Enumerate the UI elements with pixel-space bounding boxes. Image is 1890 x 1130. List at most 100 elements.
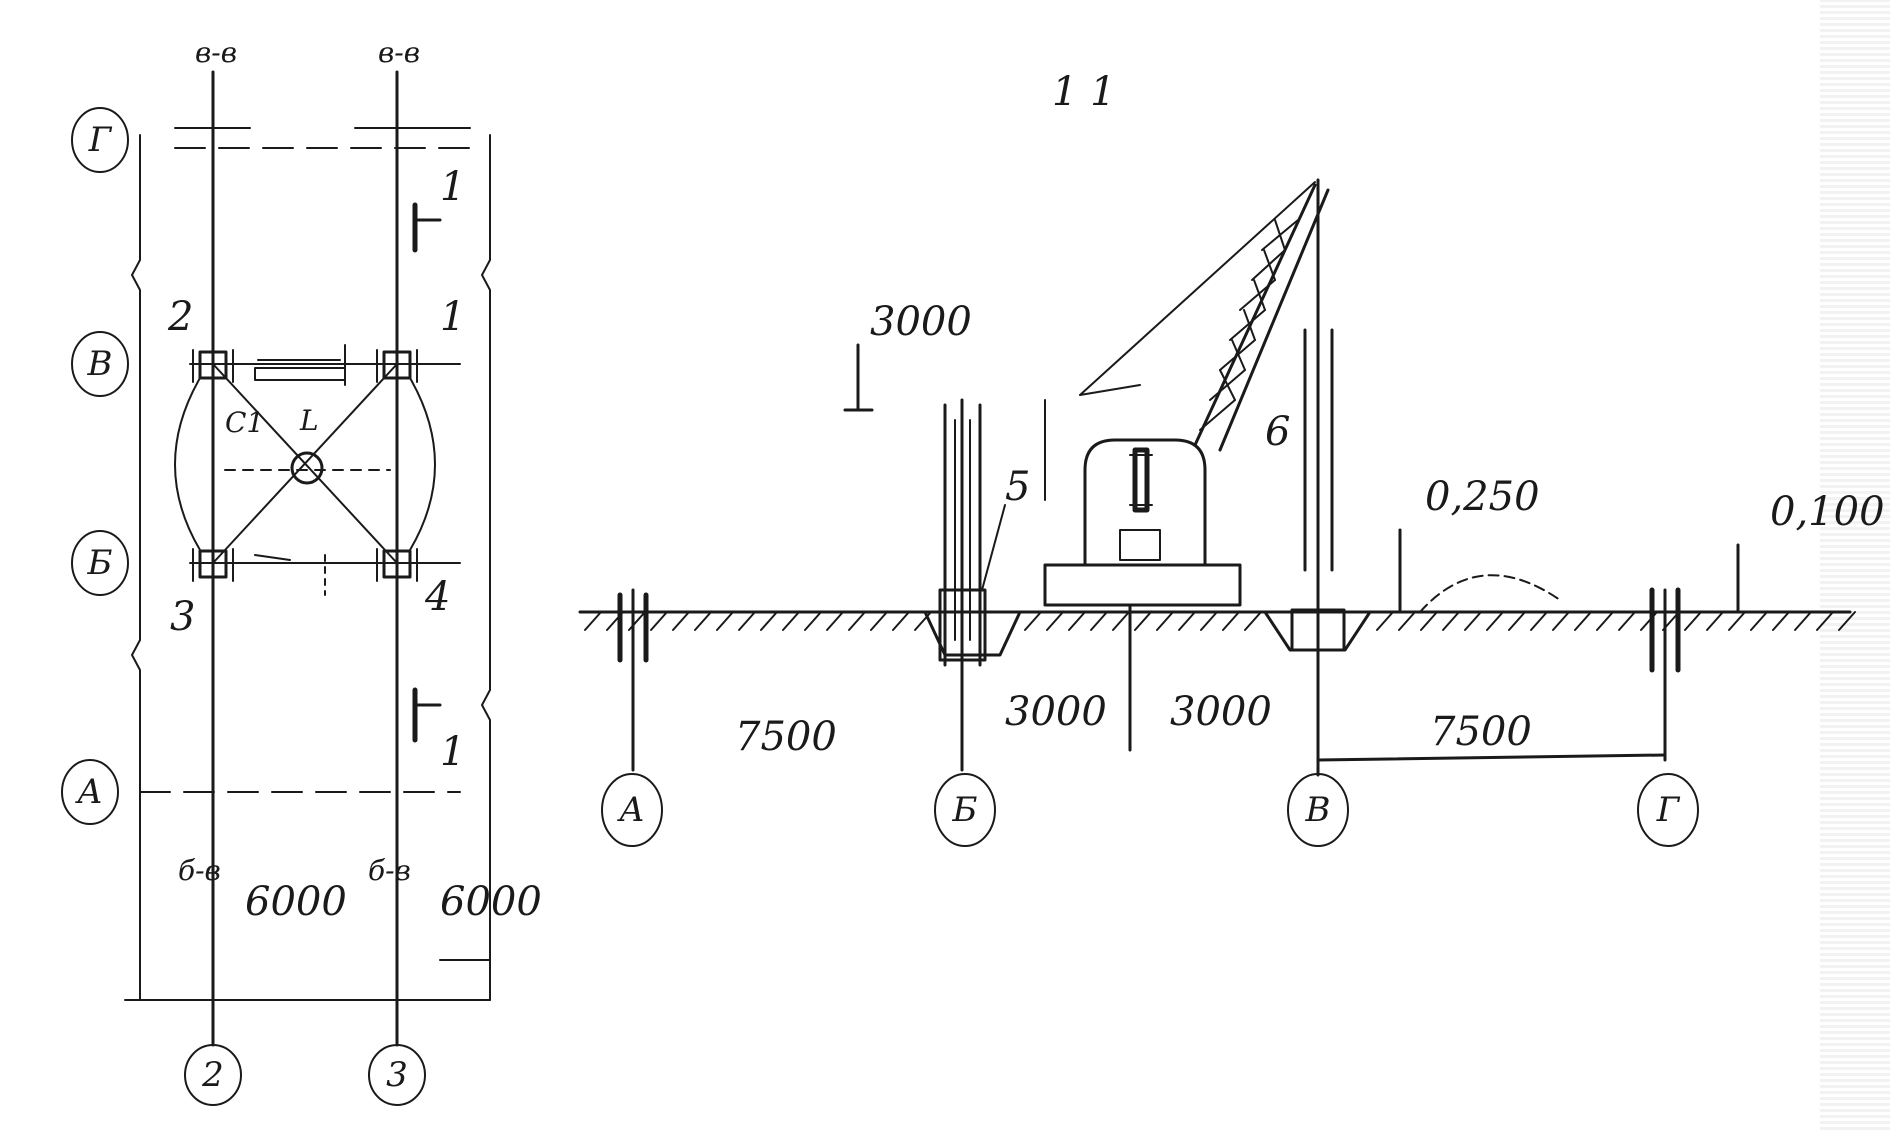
- section-axis-G: Г: [1637, 773, 1699, 847]
- svg-text:В: В: [87, 344, 113, 384]
- section-dim-3: 3000: [1170, 689, 1272, 735]
- svg-text:Г: Г: [1656, 790, 1681, 830]
- elev-left-label: 0,250: [1425, 474, 1540, 520]
- section-view: 1 1: [578, 69, 1885, 847]
- leader-5: [981, 504, 1006, 591]
- hatch-stroke: [1728, 611, 1746, 631]
- column-at-B: [938, 403, 987, 667]
- plan-dim-frame-right: [481, 134, 491, 1001]
- plan-dim-frame-left: [131, 134, 141, 1001]
- svg-text:3: 3: [386, 1055, 408, 1095]
- spoil-heap: [1419, 574, 1561, 613]
- hatch-stroke: [1112, 611, 1130, 631]
- section-axis-B: Б: [934, 773, 996, 847]
- crane-reach-lines: [174, 363, 436, 564]
- plan-dim-1: 6000: [245, 879, 347, 925]
- hatch-stroke: [1706, 611, 1724, 631]
- pit-axis-B: [923, 610, 1022, 657]
- hatch-stroke: [694, 611, 712, 631]
- hatch-stroke: [1794, 611, 1812, 631]
- column-at-V: [1290, 328, 1346, 652]
- plan-node-2: [376, 349, 418, 383]
- svg-text:2: 2: [201, 1055, 224, 1095]
- section-axis-A: А: [601, 773, 663, 847]
- hatch-stroke: [1684, 611, 1702, 631]
- hatch-stroke: [1244, 611, 1262, 631]
- hatch-stroke: [1552, 611, 1570, 631]
- column-stub-A: [617, 592, 649, 663]
- hatch-stroke: [804, 611, 822, 631]
- crane-position: [290, 451, 324, 485]
- hatch-stroke: [1530, 611, 1548, 631]
- hatch-stroke: [826, 611, 844, 631]
- section-cut-bottom: 1: [412, 687, 465, 775]
- bottom-mark-right: б-в: [368, 854, 411, 887]
- hatch-stroke: [1398, 611, 1416, 631]
- section-dim-1: 7500: [735, 714, 837, 760]
- hatch-stroke: [1750, 611, 1768, 631]
- hatch-stroke: [1200, 611, 1218, 631]
- level-top-label: 3000: [870, 299, 972, 345]
- svg-text:А: А: [75, 772, 103, 812]
- plan-row-axis-V: В: [71, 331, 129, 397]
- node-number-2: 2: [167, 294, 193, 340]
- plan-view: Г В Б А 2 3 в-в в-в б-в б-в: [61, 36, 542, 1106]
- hatch-stroke: [848, 611, 866, 631]
- scan-edge-noise: [1820, 0, 1890, 1130]
- level-mark-top: [843, 343, 874, 412]
- plan-row-axis-A: А: [61, 759, 119, 825]
- hatch-stroke: [738, 611, 756, 631]
- hatch-stroke: [870, 611, 888, 631]
- top-mark-left: в-в: [195, 36, 237, 69]
- hatch-stroke: [1420, 611, 1438, 631]
- center-label: C1: [225, 406, 264, 439]
- plan-row-axis-B: Б: [71, 530, 129, 596]
- hatch-stroke: [1090, 611, 1108, 631]
- crane-label: L: [299, 404, 319, 437]
- bottom-mark-left: б-в: [178, 854, 221, 887]
- hatch-stroke: [650, 611, 668, 631]
- node-number-1: 1: [440, 294, 465, 340]
- section-dim-2: 3000: [1005, 689, 1107, 735]
- hatch-stroke: [1046, 611, 1064, 631]
- svg-text:А: А: [617, 790, 645, 830]
- hatch-stroke: [1508, 611, 1526, 631]
- hatch-stroke: [584, 611, 602, 631]
- item-5-label: 5: [1005, 464, 1030, 510]
- section-dim-4: 7500: [1430, 709, 1532, 755]
- svg-text:В: В: [1305, 790, 1331, 830]
- section-cut-top: 1: [412, 164, 465, 253]
- item-6-label: 6: [1265, 409, 1290, 455]
- section-axis-V: В: [1287, 773, 1349, 847]
- plan-col-axis-3: 3: [368, 1044, 426, 1106]
- hatch-stroke: [1618, 611, 1636, 631]
- plan-node-1: [192, 349, 234, 383]
- hatch-stroke: [1596, 611, 1614, 631]
- plan-row-axis-G: Г: [71, 107, 129, 173]
- element-stack-top: [254, 344, 346, 386]
- plan-node-3: [192, 548, 234, 582]
- hatch-stroke: [1068, 611, 1086, 631]
- node-number-3: 3: [170, 594, 195, 640]
- hatch-stroke: [1178, 611, 1196, 631]
- hatch-stroke: [1222, 611, 1240, 631]
- hatch-stroke: [782, 611, 800, 631]
- hatch-stroke: [1838, 611, 1856, 631]
- svg-text:1: 1: [440, 729, 465, 775]
- node-number-4: 4: [424, 574, 450, 620]
- hatch-stroke: [672, 611, 690, 631]
- hatch-stroke: [892, 611, 910, 631]
- hatch-stroke: [628, 611, 646, 631]
- section-title: 1 1: [1052, 69, 1116, 115]
- crane: [1043, 181, 1330, 607]
- element-stack-bottom: [254, 554, 326, 596]
- hatch-stroke: [1772, 611, 1790, 631]
- svg-text:Б: Б: [87, 543, 113, 583]
- top-mark-right: в-в: [378, 36, 420, 69]
- plan-node-4: [376, 548, 418, 582]
- hatch-stroke: [1156, 611, 1174, 631]
- svg-text:Б: Б: [952, 790, 978, 830]
- column-stub-G: [1649, 587, 1681, 673]
- svg-text:Г: Г: [88, 120, 113, 160]
